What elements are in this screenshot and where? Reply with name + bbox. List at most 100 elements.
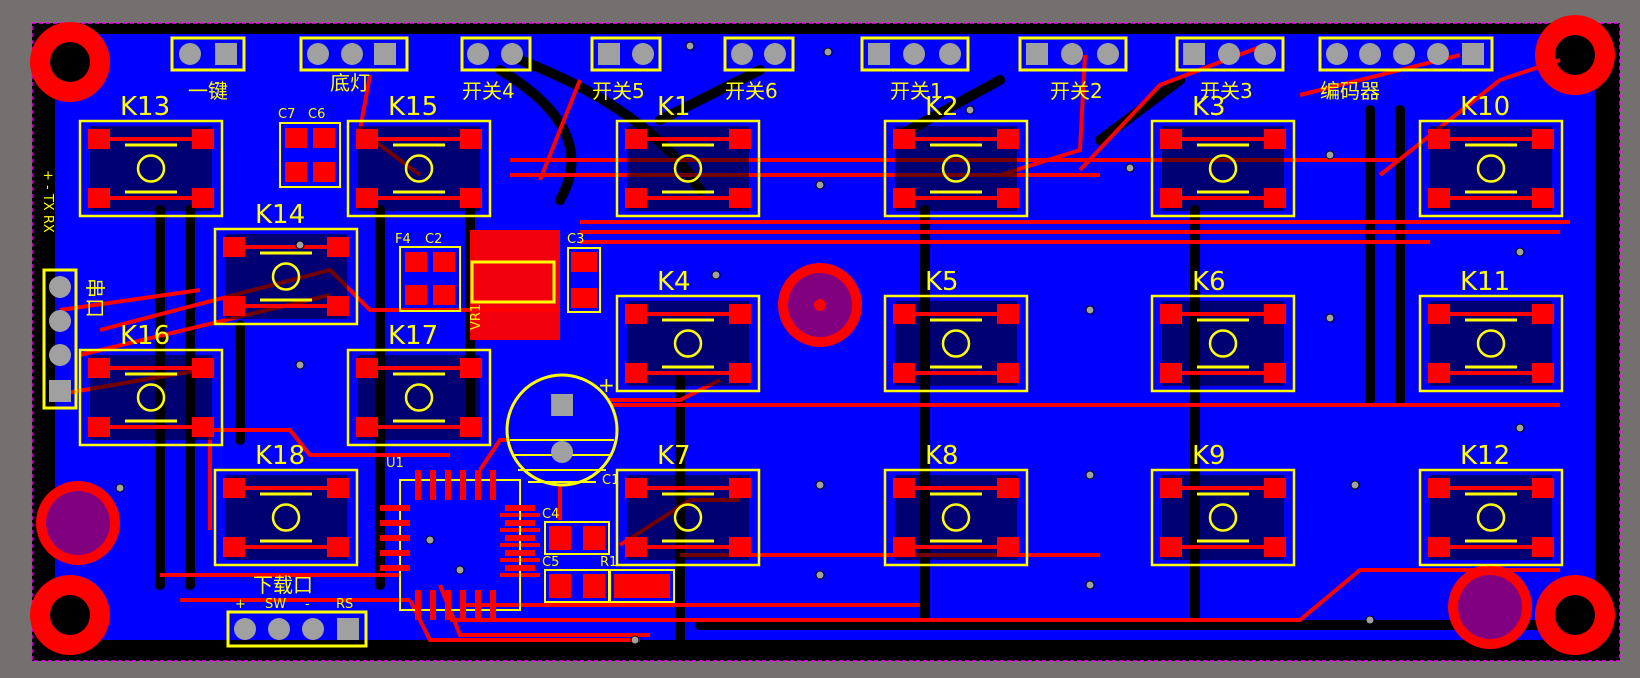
download-labels: 下载口 + SW - RS	[235, 573, 353, 612]
key-center-circle	[941, 329, 971, 358]
label-switch6: 开关6	[725, 79, 778, 103]
key-pad	[1532, 304, 1554, 324]
key-pad	[1532, 363, 1554, 383]
key-pad	[88, 417, 110, 437]
key-pad	[997, 537, 1019, 557]
vias	[115, 41, 1525, 645]
key-pad	[327, 478, 349, 498]
key-label: K4	[657, 267, 691, 297]
key-label: K9	[1192, 441, 1226, 471]
key-switch-k16: K16	[78, 321, 224, 447]
key-pad	[625, 129, 647, 149]
key-pad	[460, 358, 482, 378]
label-dideng: 底灯	[330, 71, 370, 95]
key-outline	[615, 468, 761, 567]
key-pad	[729, 363, 751, 383]
key-center-circle	[271, 262, 301, 291]
key-switch-k10: K10	[1418, 92, 1564, 218]
key-pad	[1532, 478, 1554, 498]
key-pad	[729, 188, 751, 208]
key-pad	[1160, 129, 1182, 149]
key-outline	[213, 468, 359, 567]
key-pad	[625, 537, 647, 557]
key-switch-k3: K3	[1150, 92, 1296, 218]
key-label: K11	[1460, 267, 1510, 297]
key-pad	[88, 129, 110, 149]
key-pad	[1160, 363, 1182, 383]
label-yijian: 一键	[188, 79, 228, 103]
key-pad	[893, 188, 915, 208]
key-center-circle	[941, 503, 971, 532]
key-switch-k9: K9	[1150, 441, 1296, 567]
label-f4: F4	[395, 232, 411, 247]
key-pad	[997, 129, 1019, 149]
key-pad	[1532, 537, 1554, 557]
label-switch4: 开关4	[462, 79, 515, 103]
key-pad	[1532, 188, 1554, 208]
key-outline	[883, 468, 1029, 567]
key-pad	[223, 237, 245, 257]
key-center-circle	[673, 154, 703, 183]
key-switch-k4: K4	[615, 267, 761, 393]
key-pad	[460, 417, 482, 437]
key-pad	[997, 478, 1019, 498]
key-switch-k18: K18	[213, 441, 359, 567]
key-label: K16	[120, 321, 170, 351]
key-pad	[88, 188, 110, 208]
key-outline	[78, 348, 224, 447]
download-pin-rs: RS	[336, 597, 353, 612]
key-pad	[1160, 188, 1182, 208]
key-outline	[1418, 294, 1564, 393]
key-pad	[1428, 188, 1450, 208]
key-pad	[997, 304, 1019, 324]
key-label: K14	[255, 200, 305, 230]
key-label: K6	[1192, 267, 1226, 297]
connector-labels: 一键 底灯 开关4 开关5 开关6 开关1 开关2 开关3 编码器	[188, 71, 1380, 103]
key-pad	[997, 188, 1019, 208]
key-label: K5	[925, 267, 959, 297]
key-pad	[997, 363, 1019, 383]
key-pad	[327, 537, 349, 557]
key-pad	[88, 358, 110, 378]
key-outline	[1150, 294, 1296, 393]
key-label: K8	[925, 441, 959, 471]
download-label: 下载口	[253, 573, 313, 597]
key-switch-k5: K5	[883, 267, 1029, 393]
smd-parts	[279, 122, 675, 620]
label-switch1: 开关1	[890, 79, 943, 103]
key-label: K18	[255, 441, 305, 471]
label-vr1: VR1	[469, 304, 484, 330]
key-switch-k15: K15	[346, 92, 492, 218]
label-c7: C7	[278, 107, 295, 122]
key-pad	[1428, 537, 1450, 557]
key-pad	[729, 129, 751, 149]
key-pad	[192, 417, 214, 437]
key-center-circle	[1208, 154, 1238, 183]
key-outline	[346, 119, 492, 218]
key-label: K7	[657, 441, 691, 471]
key-center-circle	[941, 154, 971, 183]
key-pad	[460, 129, 482, 149]
label-r1: R1	[600, 555, 617, 570]
label-c2: C2	[425, 232, 442, 247]
key-switch-k7: K7	[615, 441, 761, 567]
key-outline	[1418, 468, 1564, 567]
key-center-circle	[404, 383, 434, 412]
key-center-circle	[1208, 329, 1238, 358]
key-center-circle	[1476, 329, 1506, 358]
key-pad	[1264, 363, 1286, 383]
key-pad	[625, 304, 647, 324]
key-switch-k13: K13	[78, 92, 224, 218]
key-pad	[356, 188, 378, 208]
key-pad	[1428, 478, 1450, 498]
key-outline	[346, 348, 492, 447]
key-pad	[625, 188, 647, 208]
label-encoder: 编码器	[1320, 79, 1380, 103]
key-pad	[356, 417, 378, 437]
key-label: K13	[120, 92, 170, 122]
key-pad	[1264, 129, 1286, 149]
key-outline	[615, 294, 761, 393]
label-u1: U1	[386, 456, 404, 471]
